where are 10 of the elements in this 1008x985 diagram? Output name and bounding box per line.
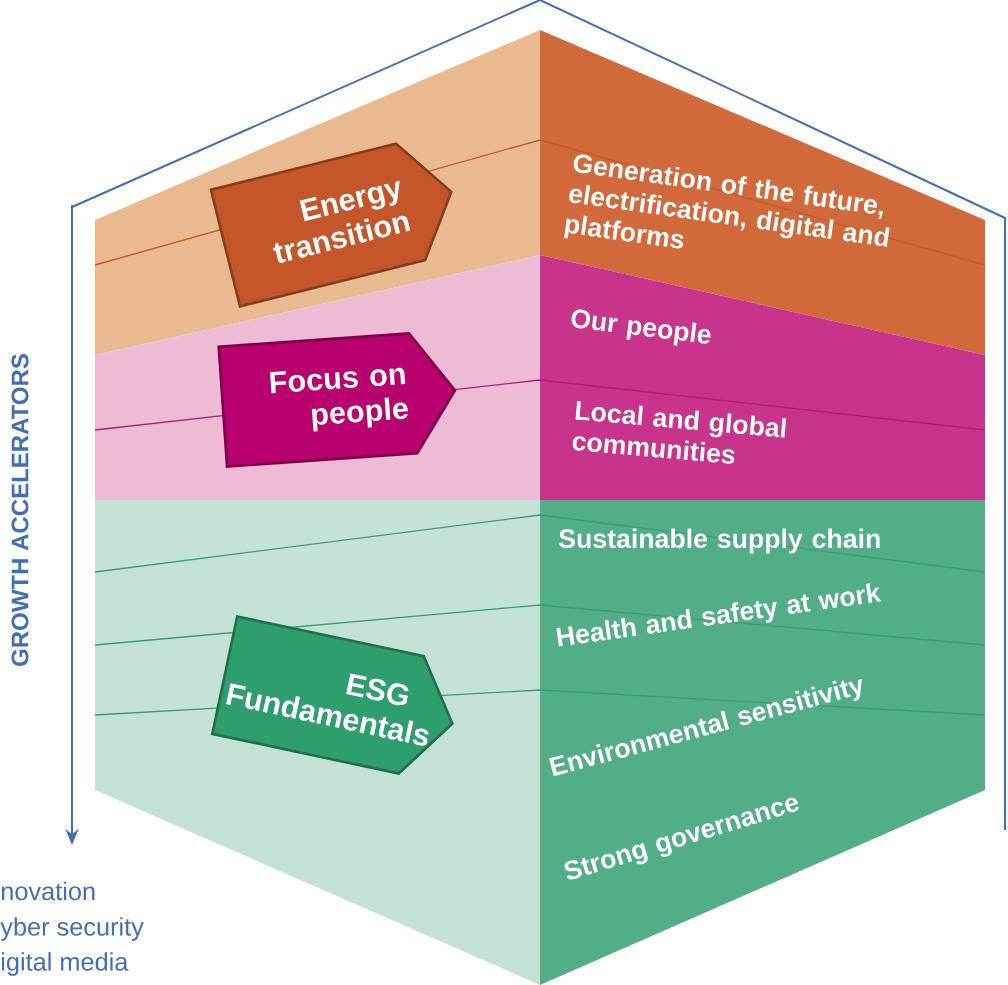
band-label: Local and global communities xyxy=(572,401,787,464)
list-item: novation xyxy=(1,881,95,901)
arrow-box: Energy transition xyxy=(209,142,453,308)
arrow-box: Focus on people xyxy=(217,332,457,468)
axis-label: GROWTH ACCELERATORS xyxy=(11,354,29,666)
list-item: yber security xyxy=(0,917,144,941)
band-label: Our people xyxy=(571,309,711,346)
band-label: Sustainable supply chain xyxy=(559,528,880,554)
band-label: Health and safety at work xyxy=(556,583,882,647)
list-item: igital media xyxy=(1,952,129,976)
